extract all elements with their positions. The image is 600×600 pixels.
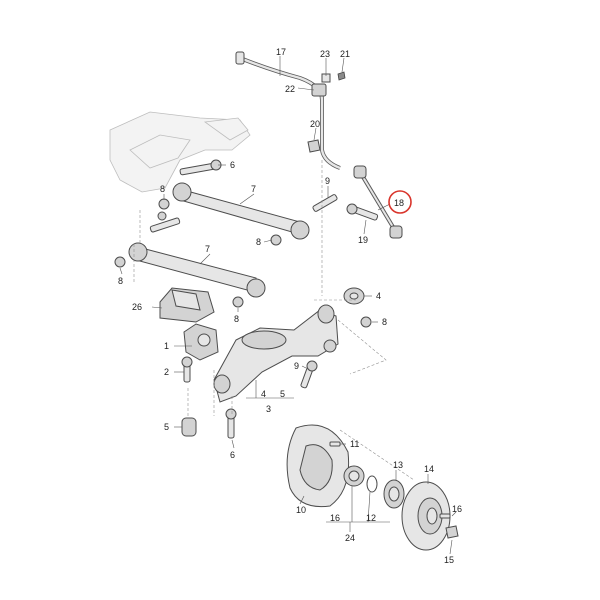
bushing-4[interactable] [343,287,365,305]
stabilizer-clamp[interactable] [311,71,346,97]
callout-24: 24 [345,533,355,543]
rear-subframe [109,111,251,193]
bolt-9-upper[interactable] [312,194,338,212]
callout-9-lower: 9 [294,361,299,371]
callout-8-upper: 8 [160,184,165,194]
upper-control-arm[interactable] [172,182,310,240]
leader-lines [119,56,457,555]
callout-19: 19 [358,235,368,245]
callout-4-bushing: 4 [376,291,381,301]
bolt-6-arm[interactable] [149,217,181,233]
circlip[interactable] [366,475,378,493]
callout-3: 3 [266,404,271,414]
callout-13: 13 [393,460,403,470]
callout-1: 1 [164,341,169,351]
callout-18: 18 [394,198,404,208]
wheel-hub[interactable] [383,479,405,509]
nuts-8[interactable] [114,198,372,328]
callout-labels: 17 23 21 22 20 6 7 9 8 18 19 8 7 8 4 26 … [118,47,462,565]
callout-5-arm: 5 [280,389,285,399]
bolt-6-lower[interactable] [225,408,237,439]
callout-7-lower: 7 [205,244,210,254]
bolt-2[interactable] [181,356,193,383]
stabilizer-bar[interactable] [235,51,341,170]
callout-20: 20 [310,119,320,129]
callout-8-bracket: 8 [234,314,239,324]
highlight-circle [388,190,412,214]
callout-10: 10 [296,505,306,515]
callout-5-bushing: 5 [164,422,169,432]
nut-20[interactable] [307,139,321,153]
callout-16-bearing: 16 [330,513,340,523]
callout-8-right: 8 [382,317,387,327]
callout-9-upper: 9 [325,176,330,186]
assembly-lines [133,160,415,481]
bushing-5[interactable] [181,417,197,437]
callout-26: 26 [132,302,142,312]
dust-shield[interactable] [286,424,350,508]
callout-16-screw: 16 [452,504,462,514]
callout-12: 12 [366,513,376,523]
trailing-arm[interactable] [213,304,339,403]
bolt-6-upper[interactable] [179,159,222,176]
callout-14: 14 [424,464,434,474]
callout-8-left: 8 [118,276,123,286]
callout-15: 15 [444,555,454,565]
callout-7-upper: 7 [251,184,256,194]
callout-8-mid: 8 [256,237,261,247]
coupling-rod[interactable] [353,165,403,239]
callout-2: 2 [164,367,169,377]
collar-nut[interactable] [445,525,459,539]
callout-21: 21 [340,49,350,59]
wheel-bearing[interactable] [343,465,365,487]
callout-22: 22 [285,84,295,94]
screw-11[interactable] [329,441,341,447]
callout-17: 17 [276,47,286,57]
lower-control-arm[interactable] [128,242,266,298]
callout-6-top: 6 [230,160,235,170]
bracket-26[interactable] [159,287,215,323]
mounting-bracket[interactable] [183,323,219,361]
callout-23: 23 [320,49,330,59]
callout-4-arm: 4 [261,389,266,399]
brake-disc[interactable] [401,481,451,551]
callout-11: 11 [350,439,359,449]
bolt-19[interactable] [346,203,379,221]
bolt-9-lower[interactable] [300,360,318,389]
callout-6-lower: 6 [230,450,235,460]
disc-screw[interactable] [439,513,451,519]
